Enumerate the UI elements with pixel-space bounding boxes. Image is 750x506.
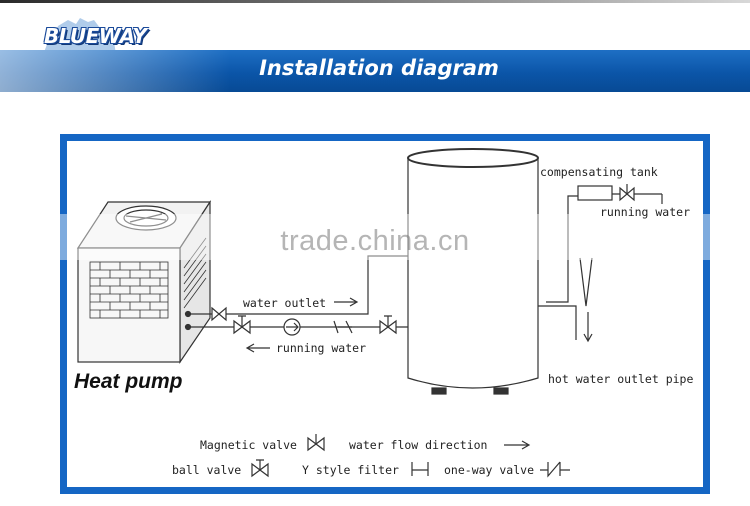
watermark-text: trade.china.cn [280,225,470,257]
legend-one-way-valve-label: one-way valve [444,463,535,477]
one-way-valve-icon [333,320,353,334]
storage-tank [407,148,539,395]
legend-ball-valve-label: ball valve [172,463,242,477]
legend-magnetic-valve-label: Magnetic valve [200,438,297,452]
banner-highlight [0,50,230,92]
legend-water-flow-label: water flow direction [349,438,488,452]
heat-pump-label: Heat pump [74,370,183,393]
ball-valve-icon-2 [379,315,397,335]
running-water-top-label: running water [600,205,691,219]
legend-y-filter-label: Y style filter [302,463,399,477]
legend-ball-valve-icon [251,459,269,478]
tank-magnetic-valve-icon [619,184,635,202]
legend-magnetic-valve-icon [307,434,325,452]
tank-connection-pipe [546,195,584,303]
page-title: Installation diagram [259,56,499,80]
compensating-tank-label: compensating tank [540,165,658,179]
top-rule [0,0,750,3]
legend-one-way-valve-icon [540,461,570,478]
ball-valve-icon [233,315,251,335]
legend-flow-arrow [504,440,531,450]
water-outlet-label: water outlet [243,296,327,310]
compensating-tank [577,185,613,201]
hot-water-pipe [538,305,577,340]
logo-wordmark: BLUEWAY [44,24,147,48]
magnetic-valve-icon [211,306,227,322]
hot-water-outlet-label: hot water outlet pipe [548,372,694,386]
running-water-label: running water [276,341,367,355]
watermark-band [50,214,730,260]
water-outlet-arrow [334,297,359,307]
heat-pump-unit [76,199,212,364]
hot-water-flow-arrow [583,312,593,343]
legend-y-filter-icon [411,462,429,476]
outlet-pipe [190,255,422,315]
running-water-arrow [245,343,270,353]
